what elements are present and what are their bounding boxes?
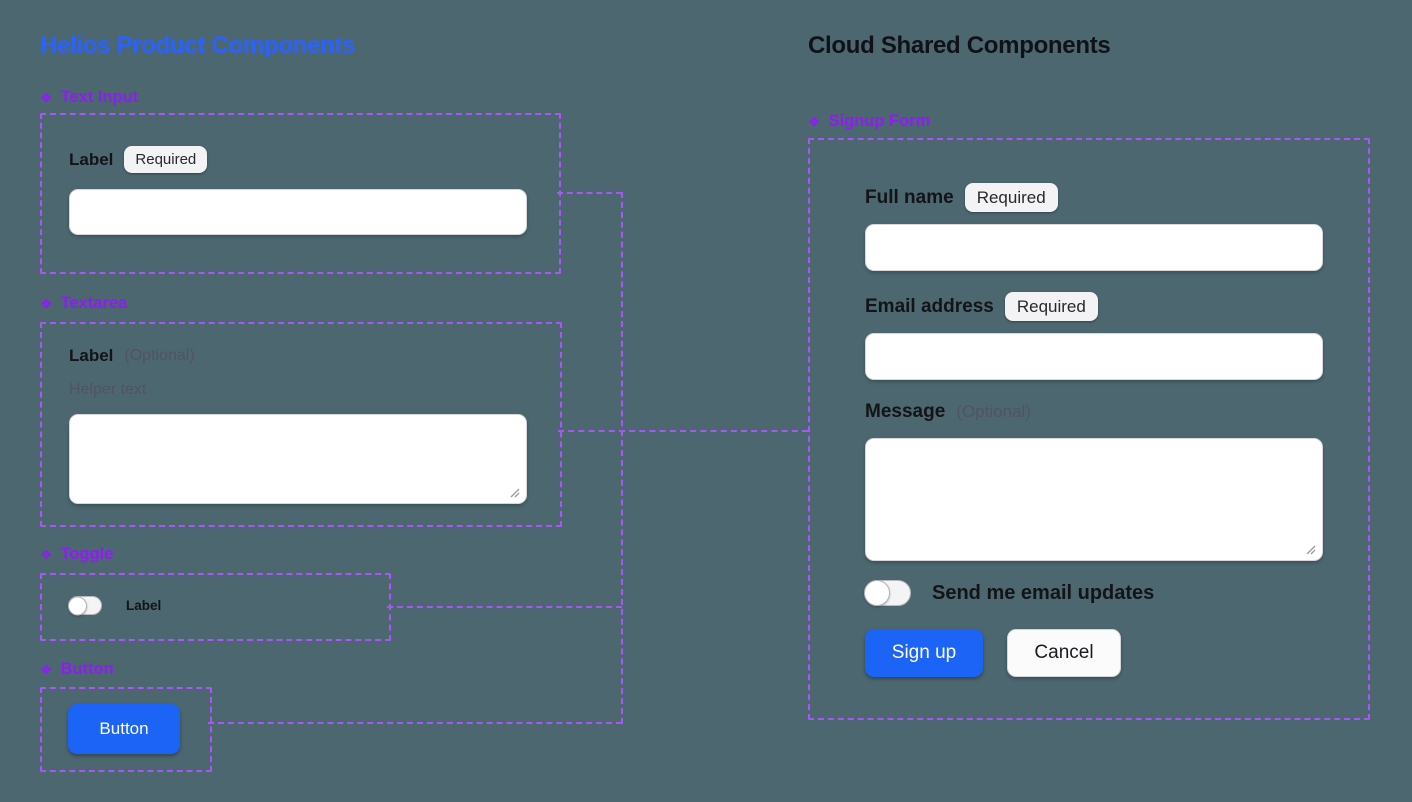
full-name-label-row: Full name Required: [865, 183, 1058, 212]
toggle-switch[interactable]: [68, 596, 102, 615]
component-name: Button: [60, 660, 114, 678]
field-label: Full name: [865, 186, 954, 208]
textarea-field[interactable]: [69, 414, 527, 504]
component-name: Text Input: [60, 88, 139, 106]
required-badge: Required: [964, 183, 1058, 212]
required-badge: Required: [124, 146, 208, 173]
textarea-field-wrap: [69, 414, 527, 504]
right-panel-title: Cloud Shared Components: [808, 32, 1111, 59]
field-label: Email address: [865, 295, 994, 317]
message-label-row: Message (Optional): [865, 401, 1031, 423]
component-label-text-input: ❖ Text Input: [40, 88, 138, 107]
component-label-signup-form: ❖ Signup Form: [808, 112, 930, 131]
component-frame-toggle: Label: [40, 573, 391, 641]
component-frame-text-input: Label Required: [40, 113, 561, 274]
component-label-button: ❖ Button: [40, 660, 114, 679]
toggle-knob[interactable]: [864, 580, 890, 606]
sample-button[interactable]: Button: [68, 704, 180, 754]
component-label-textarea: ❖ Textarea: [40, 294, 127, 313]
component-label-toggle: ❖ Toggle: [40, 545, 113, 564]
left-panel-title: Helios Product Components: [40, 32, 356, 59]
connector-text-input: [557, 192, 622, 194]
field-label: Label: [69, 149, 114, 169]
connector-textarea-to-form: [558, 430, 808, 432]
toggle-row: Label: [68, 596, 161, 615]
field-label: Label: [69, 346, 114, 365]
email-input[interactable]: [865, 333, 1323, 380]
email-updates-toggle[interactable]: [864, 580, 911, 606]
text-input-label-row: Label Required: [69, 146, 208, 173]
helper-text: Helper text: [69, 381, 147, 398]
connector-toggle: [387, 606, 622, 608]
email-label-row: Email address Required: [865, 292, 1098, 321]
component-icon: ❖: [40, 546, 53, 563]
component-frame-signup-form: Full name Required Email address Require…: [808, 138, 1370, 720]
connector-trunk: [621, 192, 623, 724]
sign-up-button[interactable]: Sign up: [865, 629, 983, 677]
toggle-knob[interactable]: [68, 596, 87, 615]
field-label: Message: [865, 401, 946, 422]
component-icon: ❖: [808, 113, 821, 130]
cancel-button[interactable]: Cancel: [1007, 629, 1121, 677]
optional-hint: (Optional): [124, 347, 195, 364]
component-icon: ❖: [40, 295, 53, 312]
text-input-field[interactable]: [69, 189, 527, 235]
required-badge: Required: [1004, 292, 1098, 321]
email-updates-toggle-row: Send me email updates: [864, 580, 1154, 606]
email-updates-label: Send me email updates: [932, 581, 1155, 604]
component-name: Textarea: [60, 294, 128, 312]
textarea-label-row: Label (Optional): [69, 346, 195, 366]
component-frame-textarea: Label (Optional) Helper text: [40, 322, 562, 527]
component-icon: ❖: [40, 89, 53, 106]
message-textarea[interactable]: [865, 438, 1323, 561]
component-name: Signup Form: [828, 112, 931, 130]
component-name: Toggle: [60, 545, 114, 563]
toggle-label: Label: [126, 598, 162, 613]
connector-button: [208, 722, 622, 724]
message-field-wrap: [865, 438, 1323, 561]
optional-hint: (Optional): [956, 402, 1031, 421]
component-icon: ❖: [40, 661, 53, 678]
full-name-input[interactable]: [865, 224, 1323, 271]
component-frame-button: Button: [40, 687, 212, 772]
